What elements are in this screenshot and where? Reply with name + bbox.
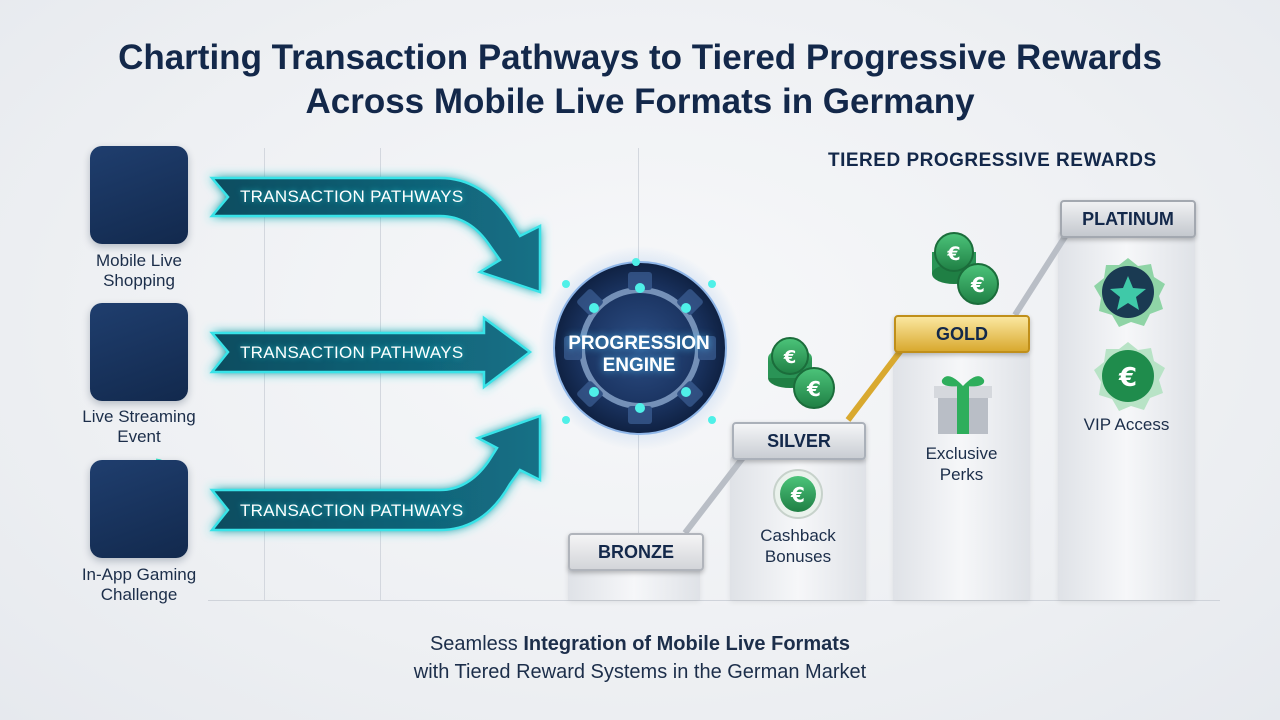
svg-text:€: € xyxy=(946,243,960,265)
page-title: Charting Transaction Pathways to Tiered … xyxy=(0,36,1280,124)
gift-box-icon xyxy=(934,376,992,434)
vip-euro-badge-icon: € xyxy=(1094,342,1165,411)
pathway-arrow-bottom xyxy=(209,414,542,532)
tier-badge-gold: GOLD xyxy=(894,315,1030,353)
connector-gold-platinum xyxy=(1012,230,1071,317)
source-label-line: Mobile Live xyxy=(96,251,182,270)
reward-label-line: Bonuses xyxy=(764,547,832,566)
euro-coins-stack-icon: € € xyxy=(932,232,999,305)
tier-badge-platinum: PLATINUM xyxy=(1060,200,1196,238)
footer-text-normal: Seamless xyxy=(429,633,524,655)
title-line-2: Across Mobile Live Formats in Germany xyxy=(305,82,975,121)
star-badge-icon xyxy=(1094,258,1165,327)
connector-bronze-silver xyxy=(682,453,748,535)
svg-text:€: € xyxy=(970,273,985,297)
source-label-line: Challenge xyxy=(100,585,178,604)
pathway-arrow-top xyxy=(209,176,542,294)
rewards-section-title: TIERED PROGRESSIVE REWARDS xyxy=(828,150,1157,171)
footer-line-1: Seamless Integration of Mobile Live Form… xyxy=(0,630,1280,658)
reward-label-platinum: VIP Access xyxy=(1058,414,1195,435)
reward-label-line: VIP Access xyxy=(1083,415,1170,434)
tier-badge-silver: SILVER xyxy=(732,422,866,460)
svg-text:€: € xyxy=(806,377,821,401)
footer-text-bold: Integration of Mobile Live Formats xyxy=(523,633,851,655)
pathway-label-bottom: TRANSACTION PATHWAYS xyxy=(240,501,464,520)
gear-icon xyxy=(564,272,716,424)
tier-connectors xyxy=(682,230,1071,535)
reward-label-line: Cashback xyxy=(760,526,836,545)
grid-line xyxy=(380,148,381,600)
reward-label-line: Exclusive xyxy=(925,444,998,463)
footer-caption: Seamless Integration of Mobile Live Form… xyxy=(0,630,1280,686)
source-label-in-app-gaming: In-App Gaming Challenge xyxy=(50,565,228,605)
source-label-mobile-live-shopping: Mobile Live Shopping xyxy=(50,251,228,291)
source-tile-mobile-live-shopping xyxy=(90,146,188,244)
engine-label-line: ENGINE xyxy=(602,355,676,376)
source-label-line: Event xyxy=(117,427,161,446)
source-tile-in-app-gaming xyxy=(90,460,188,558)
source-label-line: Live Streaming xyxy=(82,407,196,426)
pathway-arrow-middle xyxy=(209,315,533,390)
reward-label-silver: Cashback Bonuses xyxy=(730,525,866,567)
euro-coin-icon: € xyxy=(773,469,823,519)
footer-line-2: with Tiered Reward Systems in the German… xyxy=(413,661,867,683)
reward-label-line: Perks xyxy=(939,465,984,484)
pathway-label-top: TRANSACTION PATHWAYS xyxy=(240,187,464,206)
connector-silver-gold xyxy=(845,343,908,422)
engine-label: PROGRESSION ENGINE xyxy=(548,333,730,377)
source-label-line: Shopping xyxy=(103,271,175,290)
title-line-1: Charting Transaction Pathways to Tiered … xyxy=(118,38,1162,77)
reward-label-gold: Exclusive Perks xyxy=(893,443,1030,485)
grid-line xyxy=(264,148,265,600)
svg-text:€: € xyxy=(783,347,797,368)
engine-label-line: PROGRESSION xyxy=(568,333,710,354)
tier-badge-bronze: BRONZE xyxy=(568,533,704,571)
baseline xyxy=(208,600,1220,601)
engine-nodes xyxy=(562,258,716,424)
svg-text:€: € xyxy=(1118,363,1137,393)
svg-text:€: € xyxy=(790,483,805,507)
source-label-line: In-App Gaming xyxy=(81,565,197,584)
euro-coins-stack-icon: € € xyxy=(768,337,835,409)
pathway-label-middle: TRANSACTION PATHWAYS xyxy=(240,343,464,362)
source-tile-live-streaming-event xyxy=(90,303,188,401)
progression-engine xyxy=(538,246,742,450)
source-label-live-streaming-event: Live Streaming Event xyxy=(50,407,228,447)
